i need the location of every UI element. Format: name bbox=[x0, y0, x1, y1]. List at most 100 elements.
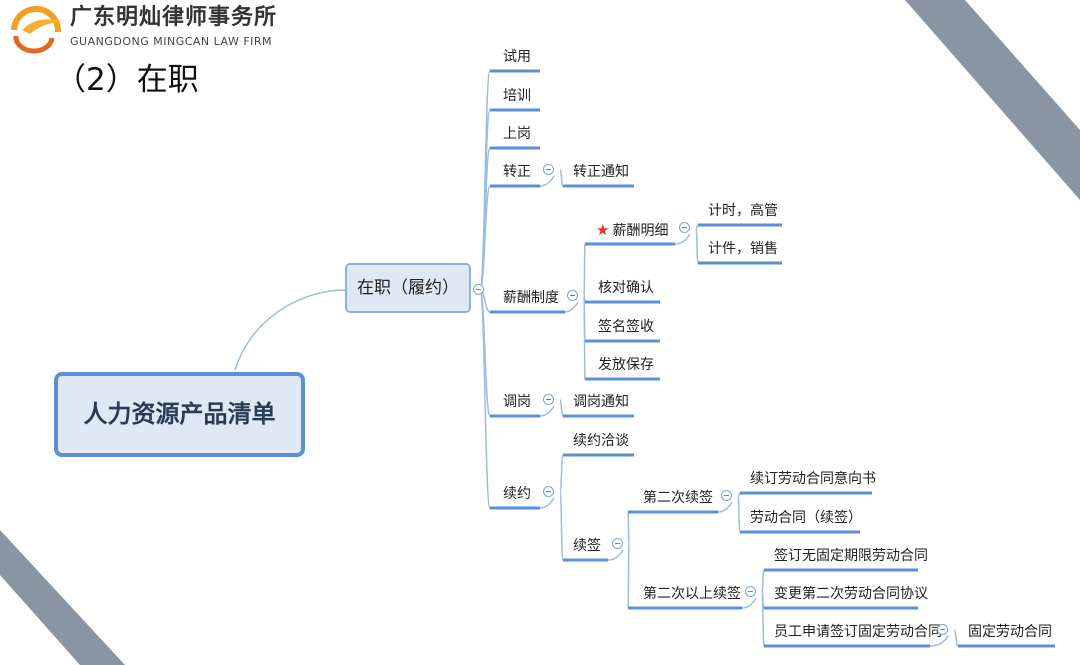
node-label: 发放保存 bbox=[598, 357, 654, 373]
node-label: 计件，销售 bbox=[708, 241, 778, 257]
node-trial[interactable]: 试用 bbox=[503, 48, 531, 66]
star-icon: ★ bbox=[596, 221, 610, 239]
node-resign[interactable]: 续签 bbox=[573, 537, 601, 555]
connector-regular_notice bbox=[559, 169, 564, 187]
node-transfer[interactable]: 调岗 bbox=[503, 393, 531, 411]
collapse-icon[interactable] bbox=[473, 284, 484, 295]
node-regular-notice[interactable]: 转正通知 bbox=[573, 163, 629, 181]
node-beyond[interactable]: 第二次以上续签 bbox=[643, 585, 741, 603]
collapse-icon[interactable] bbox=[612, 538, 623, 549]
slide-title: （2）在职 bbox=[55, 62, 199, 98]
node-renew[interactable]: 续约 bbox=[503, 485, 531, 503]
node-label: 转正 bbox=[503, 164, 531, 180]
minus-mark bbox=[724, 495, 729, 496]
node-salary-detail[interactable]: ★薪酬明细 bbox=[596, 221, 668, 239]
collapse-icon[interactable] bbox=[721, 490, 732, 501]
minus-mark bbox=[546, 491, 551, 492]
node-label: 计时，高管 bbox=[708, 203, 778, 219]
node-sign[interactable]: 签名签收 bbox=[598, 318, 654, 336]
node-label: 签订无固定期限劳动合同 bbox=[774, 548, 928, 564]
collapse-icon[interactable] bbox=[745, 586, 756, 597]
minus-mark bbox=[615, 543, 620, 544]
decorative-stripe-top-right bbox=[905, 0, 1080, 200]
node-renew-talk[interactable]: 续约洽谈 bbox=[573, 432, 629, 450]
node-regular[interactable]: 转正 bbox=[503, 163, 531, 181]
connector-collapse-regular bbox=[539, 175, 555, 187]
collapse-icon[interactable] bbox=[679, 222, 690, 233]
minus-mark bbox=[570, 295, 575, 296]
node-salary[interactable]: 薪酬制度 bbox=[503, 289, 559, 307]
minus-mark bbox=[940, 629, 945, 630]
node-label: 薪酬明细 bbox=[612, 223, 669, 239]
node-contract[interactable]: 劳动合同（续签） bbox=[750, 509, 862, 527]
node-apply-fixed[interactable]: 员工申请签订固定劳动合同 bbox=[774, 623, 942, 641]
node-intent[interactable]: 续订劳动合同意向书 bbox=[750, 470, 876, 488]
collapse-icon[interactable] bbox=[543, 164, 554, 175]
connector-piece bbox=[695, 227, 699, 264]
node-open-term[interactable]: 签订无固定期限劳动合同 bbox=[774, 547, 928, 565]
node-training[interactable]: 培训 bbox=[503, 87, 531, 105]
node-transfer-notice[interactable]: 调岗通知 bbox=[573, 393, 629, 411]
node-label: 核对确认 bbox=[598, 280, 654, 296]
connector-apply_fixed bbox=[761, 591, 765, 647]
connector-collapse-renew bbox=[539, 497, 555, 509]
minus-mark bbox=[476, 289, 481, 290]
firm-name-en: GUANGDONG MINGCAN LAW FIRM bbox=[70, 35, 273, 48]
connector-collapse-resign bbox=[607, 549, 624, 561]
node-label: 薪酬制度 bbox=[503, 290, 559, 306]
collapse-icon[interactable] bbox=[937, 624, 948, 635]
connector-contract bbox=[737, 495, 741, 533]
node-issue[interactable]: 发放保存 bbox=[598, 356, 654, 374]
node-label: 第二次续签 bbox=[643, 490, 713, 506]
connector-collapse-apply_fixed bbox=[929, 635, 949, 647]
connector-beyond bbox=[627, 543, 630, 609]
connector-collapse-salary_detail bbox=[674, 233, 691, 245]
minus-mark bbox=[546, 399, 551, 400]
node-label: 第二次以上续签 bbox=[643, 586, 741, 602]
connector-renew_talk bbox=[559, 454, 564, 493]
collapse-icon[interactable] bbox=[567, 290, 578, 301]
root-topic[interactable]: 在职（履约） bbox=[345, 263, 471, 313]
node-second[interactable]: 第二次续签 bbox=[643, 489, 713, 507]
node-change[interactable]: 变更第二次劳动合同协议 bbox=[774, 585, 928, 603]
node-label: 劳动合同（续签） bbox=[750, 510, 862, 526]
connector-collapse-beyond bbox=[741, 597, 757, 609]
node-label: 续约 bbox=[503, 486, 531, 502]
connector-collapse-transfer bbox=[539, 405, 555, 417]
node-fixed[interactable]: 固定劳动合同 bbox=[968, 623, 1052, 641]
connector-collapse-salary bbox=[564, 301, 579, 313]
connector-resign bbox=[559, 491, 564, 561]
main-topic[interactable]: 人力资源产品清单 bbox=[54, 372, 305, 457]
minus-mark bbox=[748, 591, 753, 592]
node-label: 变更第二次劳动合同协议 bbox=[774, 586, 928, 602]
minus-mark bbox=[546, 169, 551, 170]
minus-mark bbox=[682, 227, 687, 228]
node-label: 续约洽谈 bbox=[573, 433, 629, 449]
collapse-icon[interactable] bbox=[543, 486, 554, 497]
collapse-icon[interactable] bbox=[543, 394, 554, 405]
connector-open_term bbox=[761, 569, 765, 593]
node-label: 转正通知 bbox=[573, 164, 629, 180]
node-label: 调岗通知 bbox=[573, 394, 629, 410]
decorative-stripe-bottom-left bbox=[0, 530, 125, 665]
firm-logo bbox=[11, 6, 62, 54]
node-onboard[interactable]: 上岗 bbox=[503, 125, 531, 143]
node-verify[interactable]: 核对确认 bbox=[598, 279, 654, 297]
node-label: 续签 bbox=[573, 538, 601, 554]
node-piece[interactable]: 计件，销售 bbox=[708, 240, 778, 258]
node-label: 续订劳动合同意向书 bbox=[750, 471, 876, 487]
firm-name-cn: 广东明灿律师事务所 bbox=[70, 5, 278, 30]
node-label: 签名签收 bbox=[598, 319, 654, 335]
connector-transfer_notice bbox=[559, 399, 564, 417]
node-label: 培训 bbox=[503, 88, 531, 104]
node-label: 固定劳动合同 bbox=[968, 624, 1052, 640]
node-hourly[interactable]: 计时，高管 bbox=[708, 202, 778, 220]
connector-renew bbox=[479, 289, 491, 509]
connector-issue bbox=[583, 295, 586, 380]
connector-fixed bbox=[953, 629, 959, 647]
connector-main-root bbox=[234, 289, 346, 371]
node-label: 上岗 bbox=[503, 126, 531, 142]
node-label: 调岗 bbox=[503, 394, 531, 410]
connector-collapse-second bbox=[717, 501, 733, 513]
